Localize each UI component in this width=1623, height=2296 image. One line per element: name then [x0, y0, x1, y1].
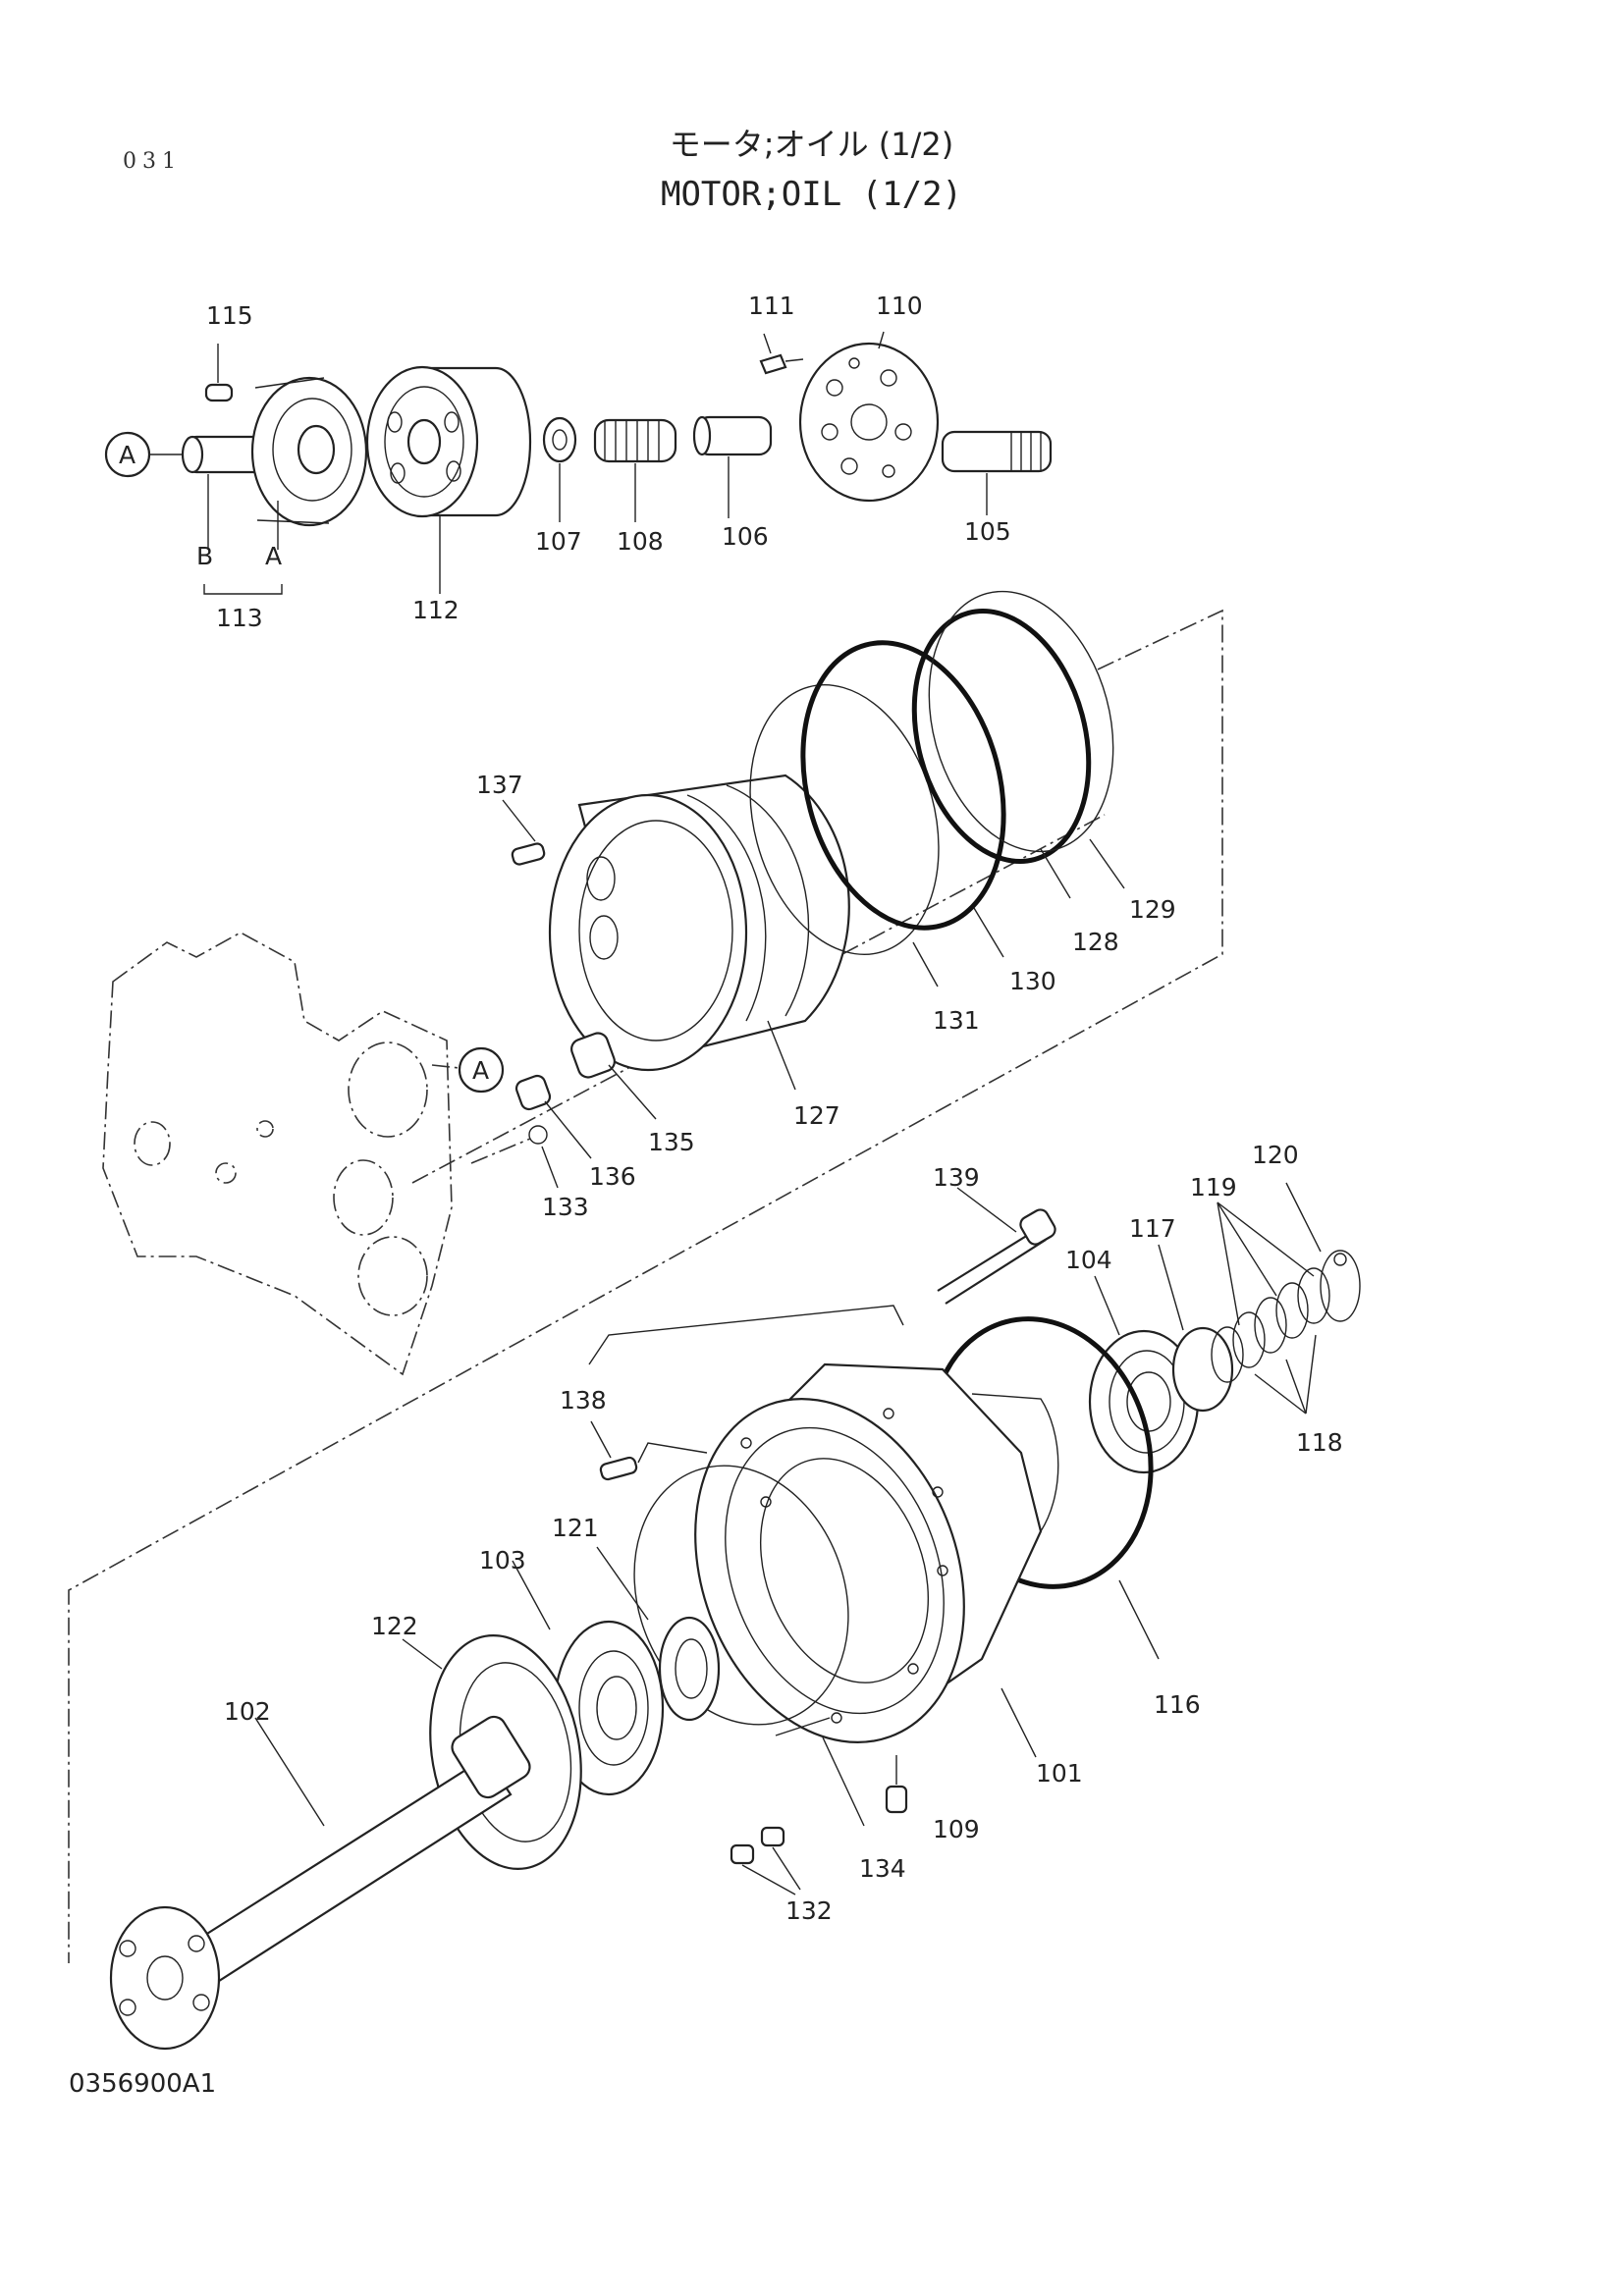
label-132: 132 [785, 1896, 833, 1925]
page-title: MOTOR;OIL (1/2) [660, 175, 963, 214]
label-110: 110 [876, 292, 923, 320]
part-128-ring [911, 609, 1092, 899]
part-112-cylinder-block [365, 365, 532, 594]
part-107-washer [542, 416, 577, 522]
page-title-japanese: モータ;オイル (1/2) [669, 126, 954, 163]
label-118: 118 [1296, 1428, 1343, 1457]
label-113: 113 [216, 604, 263, 632]
part-102-shaft [109, 1715, 531, 2051]
label-107: 107 [535, 527, 582, 556]
part-105-shaft [941, 430, 1053, 515]
page-number: 031 [123, 149, 182, 174]
part-133-o-ring [470, 1125, 559, 1189]
part-109-plug [885, 1755, 908, 1814]
ref-marker-a-top-label: A [119, 441, 135, 469]
ref-marker-a-top: A [104, 431, 187, 478]
part-137-pin [502, 799, 546, 866]
drawing-code: 0356900A1 [69, 2069, 217, 2099]
label-120: 120 [1252, 1141, 1299, 1169]
label-130: 130 [1009, 967, 1056, 995]
label-122: 122 [371, 1612, 418, 1640]
label-117: 117 [1129, 1214, 1176, 1243]
label-108: 108 [617, 527, 664, 556]
label-113a: A [265, 542, 282, 570]
label-133: 133 [542, 1193, 589, 1221]
part-117-plate [1158, 1244, 1234, 1413]
label-116: 116 [1154, 1690, 1201, 1719]
label-115: 115 [206, 301, 253, 330]
part-106-pin [692, 415, 773, 518]
label-113b: B [196, 542, 213, 570]
part-110-valve-plate [798, 331, 940, 503]
label-127: 127 [793, 1101, 840, 1130]
part-131-ring [749, 683, 940, 988]
label-111: 111 [748, 292, 795, 320]
part-101-housing [588, 1305, 1059, 1758]
label-129: 129 [1129, 895, 1176, 924]
ref-marker-a-middle-label: A [472, 1056, 489, 1085]
mating-valve-block [102, 932, 453, 1376]
label-101: 101 [1036, 1759, 1083, 1788]
label-109: 109 [933, 1815, 980, 1843]
label-134: 134 [859, 1854, 906, 1883]
label-121: 121 [552, 1514, 599, 1542]
label-128: 128 [1072, 928, 1119, 956]
label-112: 112 [412, 596, 460, 624]
part-118-119-springs [1211, 1201, 1330, 1415]
part-135-spring [570, 1032, 657, 1120]
part-111-screw [759, 333, 804, 375]
label-104: 104 [1065, 1246, 1112, 1274]
part-134-o-ring [633, 1465, 865, 1827]
part-127-casing [548, 774, 850, 1091]
label-119: 119 [1190, 1173, 1237, 1201]
label-105: 105 [964, 517, 1011, 546]
part-138-pin [590, 1420, 708, 1481]
label-137: 137 [476, 771, 523, 799]
part-113-swash-plate [181, 376, 368, 595]
part-139-bolt [937, 1187, 1056, 1305]
part-130-ring [800, 640, 1006, 958]
part-108-spring [593, 418, 677, 522]
label-136: 136 [589, 1162, 636, 1191]
part-129-ring [928, 590, 1125, 889]
part-number-labels: 115 111 110 B A 113 112 107 108 106 105 … [196, 292, 1343, 1925]
ref-marker-a-middle: A [431, 1046, 505, 1094]
part-136-spring [514, 1074, 592, 1159]
label-131: 131 [933, 1006, 980, 1035]
label-102: 102 [224, 1697, 271, 1726]
part-115-pin [204, 344, 234, 402]
part-120-snap-ring [1285, 1182, 1361, 1322]
label-138: 138 [560, 1386, 607, 1415]
part-132-plugs [730, 1826, 801, 1896]
section-boundary [68, 609, 1223, 1963]
label-106: 106 [722, 522, 769, 551]
label-139: 139 [933, 1163, 980, 1192]
part-121-bearing [596, 1546, 721, 1722]
label-103: 103 [479, 1546, 526, 1575]
label-135: 135 [648, 1128, 695, 1156]
